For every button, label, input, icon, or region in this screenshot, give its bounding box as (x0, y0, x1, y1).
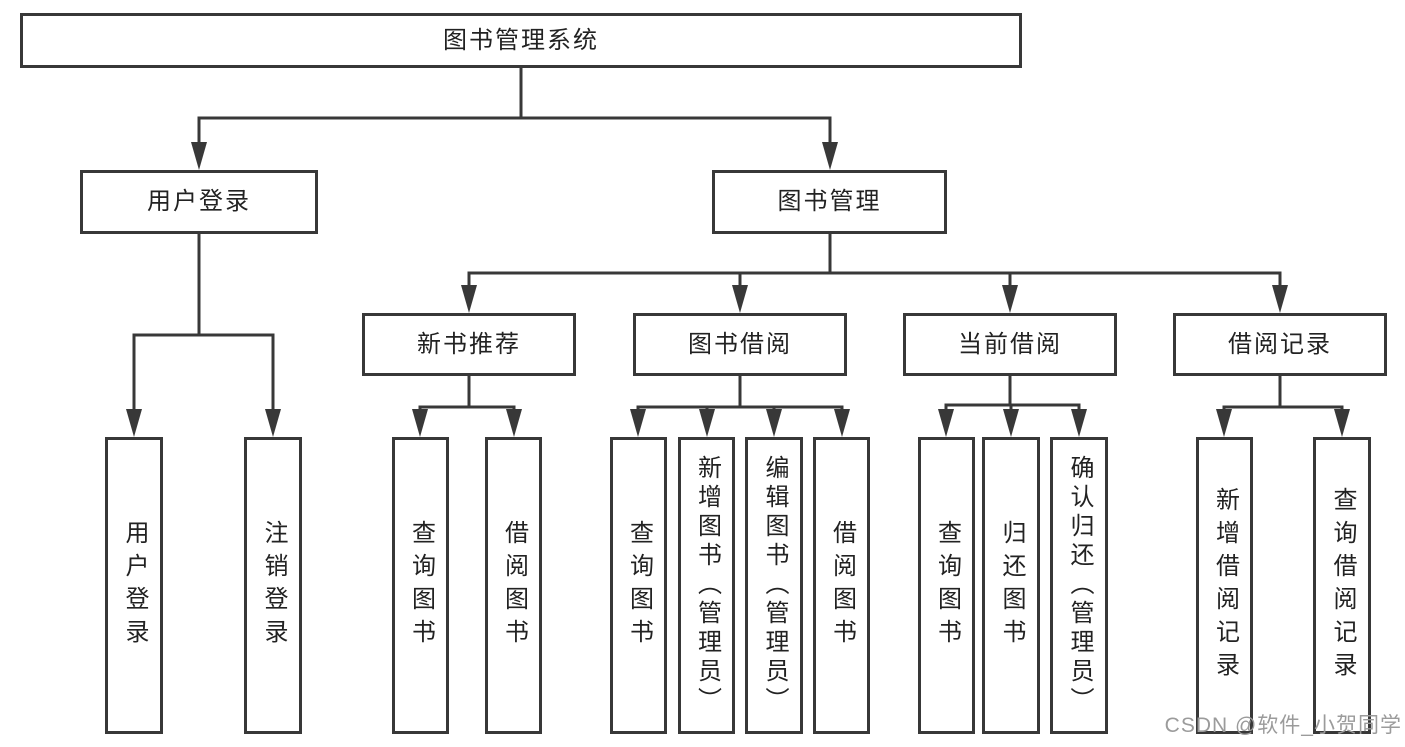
arrowhead (1216, 409, 1232, 437)
arrowhead (461, 285, 477, 313)
edge-user-login-to-leaves (132, 234, 275, 412)
node-label: 归还图书 (998, 519, 1025, 652)
node-user-login: 用户登录 (80, 170, 318, 234)
leaf-edit-book-admin: 编辑图书（管理员） (745, 437, 803, 734)
leaf-query-book-borrowing: 查询图书 (610, 437, 667, 734)
arrowhead (1334, 409, 1350, 437)
node-label: 查询图书 (407, 519, 435, 652)
node-label: 借阅图书 (500, 519, 528, 652)
node-label: 借阅记录 (1228, 330, 1332, 358)
arrowhead (1002, 285, 1018, 313)
edge-book-mgmt-to-level2 (467, 234, 1282, 288)
node-label: 图书借阅 (688, 330, 792, 358)
leaf-confirm-return-admin: 确认归还（管理员） (1050, 437, 1108, 734)
node-label: 编辑图书（管理员） (761, 455, 788, 716)
node-label: 确认归还（管理员） (1066, 455, 1093, 716)
node-new-book-recommend: 新书推荐 (362, 313, 576, 376)
node-label: 查询图书 (933, 519, 961, 652)
node-label: 查询借阅记录 (1329, 486, 1356, 685)
node-label: 当前借阅 (958, 330, 1062, 358)
node-label: 新书推荐 (417, 330, 521, 358)
arrowhead (822, 142, 838, 170)
arrowhead (1272, 285, 1288, 313)
node-label: 借阅图书 (828, 519, 856, 652)
arrowhead (191, 142, 207, 170)
node-label: 新增图书（管理员） (693, 455, 721, 716)
leaf-user-login: 用户登录 (105, 437, 163, 734)
leaf-add-book-admin: 新增图书（管理员） (678, 437, 735, 734)
arrowhead (412, 409, 428, 437)
arrowhead (834, 409, 850, 437)
edge-book-borrow-to-leaves (636, 376, 844, 412)
node-book-borrowing: 图书借阅 (633, 313, 847, 376)
node-borrowing-records: 借阅记录 (1173, 313, 1387, 376)
arrowhead (630, 409, 646, 437)
arrowhead (1003, 409, 1019, 437)
leaf-logout: 注销登录 (244, 437, 302, 734)
leaf-return-book: 归还图书 (982, 437, 1040, 734)
node-label: 图书管理 (777, 188, 882, 215)
arrowhead (506, 409, 522, 437)
node-label: 用户登录 (121, 519, 148, 652)
node-label: 注销登录 (260, 519, 287, 652)
watermark: CSDN @软件_小贺同学 (1164, 714, 1402, 737)
leaf-add-borrow-record: 新增借阅记录 (1196, 437, 1253, 734)
leaf-query-book-recommend: 查询图书 (392, 437, 449, 734)
edge-root-to-level1 (197, 68, 832, 144)
node-label: 查询图书 (625, 519, 653, 652)
arrowhead (938, 409, 954, 437)
leaf-borrow-book-recommend: 借阅图书 (485, 437, 542, 734)
arrowhead (766, 409, 782, 437)
node-label: 图书管理系统 (443, 26, 599, 54)
arrowhead (1071, 409, 1087, 437)
arrowhead (732, 285, 748, 313)
leaf-query-borrow-record: 查询借阅记录 (1313, 437, 1371, 734)
arrowheads (126, 142, 1350, 437)
node-label: 用户登录 (147, 188, 251, 215)
edge-new-book-rec-to-leaves (418, 376, 516, 412)
node-current-borrowing: 当前借阅 (903, 313, 1117, 376)
leaf-borrow-book: 借阅图书 (813, 437, 870, 734)
leaf-query-book-current: 查询图书 (918, 437, 975, 734)
edge-borrow-records-to-leaves (1222, 376, 1344, 412)
node-library-system: 图书管理系统 (20, 13, 1022, 68)
node-label: 新增借阅记录 (1211, 486, 1239, 685)
edge-current-borrow-to-leaves (944, 376, 1081, 412)
arrowhead (265, 409, 281, 437)
arrowhead (126, 409, 142, 437)
node-book-management: 图书管理 (712, 170, 947, 234)
arrowhead (699, 409, 715, 437)
